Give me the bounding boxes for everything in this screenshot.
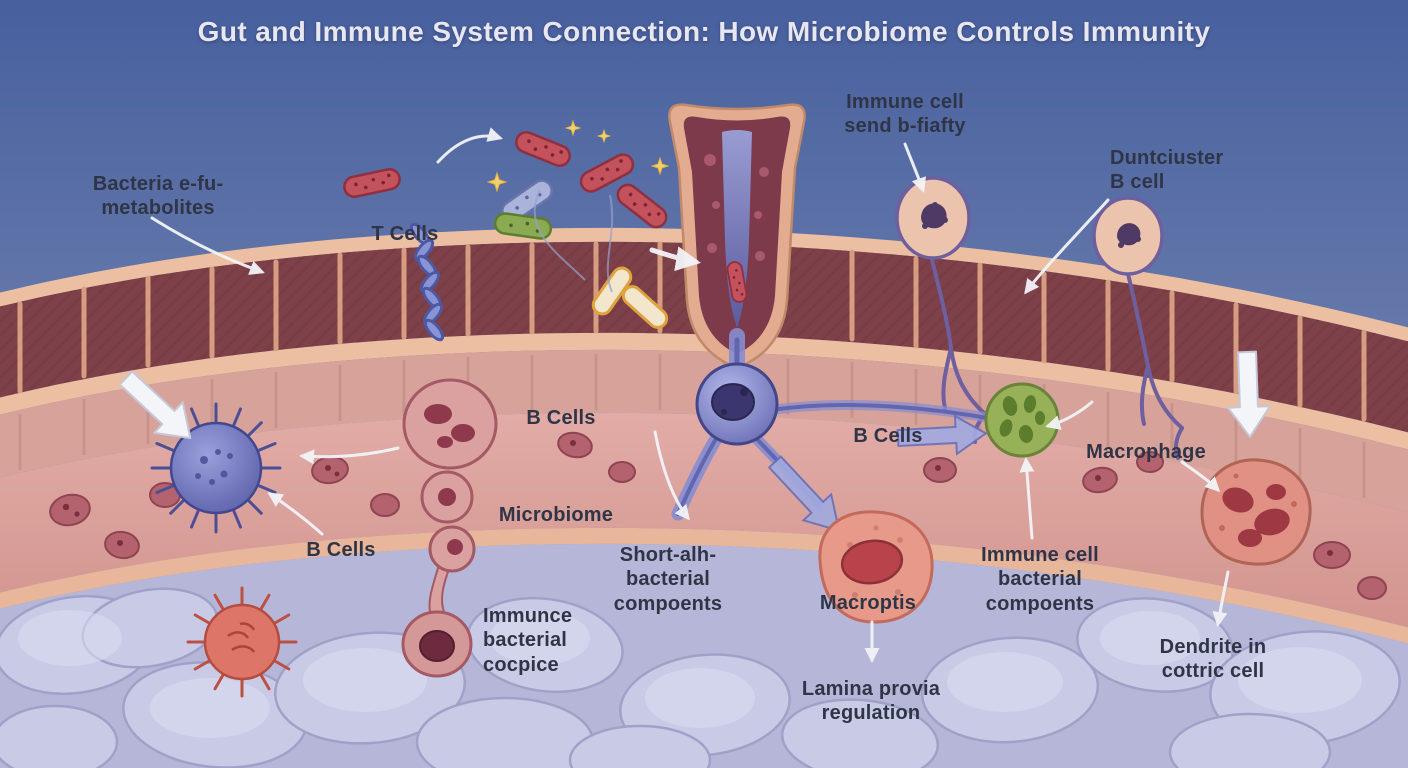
label-b-cells-center: B Cells — [526, 407, 596, 429]
label-b-cells-right: B Cells — [853, 425, 923, 447]
bacteria-cluster — [341, 120, 672, 333]
microbiome-cell-chain — [401, 378, 498, 678]
label-b-cells-left: B Cells — [306, 539, 376, 561]
macrophage-center — [818, 510, 934, 624]
macrophage-right — [1200, 458, 1312, 566]
plasma-cell-right — [1092, 196, 1184, 460]
label-bacteria-metabolites: Bacteria e-fu- metabolites — [92, 173, 224, 220]
label-macroptis: Macroptis — [819, 592, 917, 614]
label-macrophage: Macrophage — [1086, 441, 1206, 463]
label-lamina-regulation: Lamina provia regulation — [801, 678, 941, 725]
epithelial-cell-borders — [17, 241, 1367, 422]
block-arrow-to-right-macrophage — [1226, 350, 1271, 438]
label-immune-cell-bacterial: Immune cell bacterial compoents — [981, 544, 1099, 615]
label-immune-bacterial-practice: Immunce bacterial cocpice — [483, 605, 573, 676]
label-microbiome: Microbiome — [498, 504, 614, 526]
red-spiky-cell — [186, 586, 298, 698]
label-t-cells: T Cells — [371, 223, 439, 245]
label-dendrite-cell: Dendrite in cottric cell — [1159, 636, 1267, 683]
gut-crypt — [668, 103, 806, 370]
flow-arrows — [150, 127, 1230, 663]
t-cell-strand — [409, 222, 445, 342]
signal-arrow-to-green-cell — [896, 414, 988, 456]
gut-wall — [0, 227, 1408, 644]
label-immune-cell-send: Immune cell send b-fiafty — [844, 91, 966, 138]
label-short-chain-components: Short-alh- bacterial compoents — [613, 544, 723, 615]
label-duntciuster-b-cell: Duntciuster B cell — [1110, 147, 1224, 194]
signal-arrow-to-macrophage — [767, 455, 841, 533]
green-immune-cell — [984, 382, 1060, 458]
diagram-title: Gut and Immune System Connection: How Mi… — [197, 16, 1211, 47]
lamina-small-cells — [49, 431, 1387, 600]
block-arrow-to-blue-cell — [118, 370, 192, 440]
